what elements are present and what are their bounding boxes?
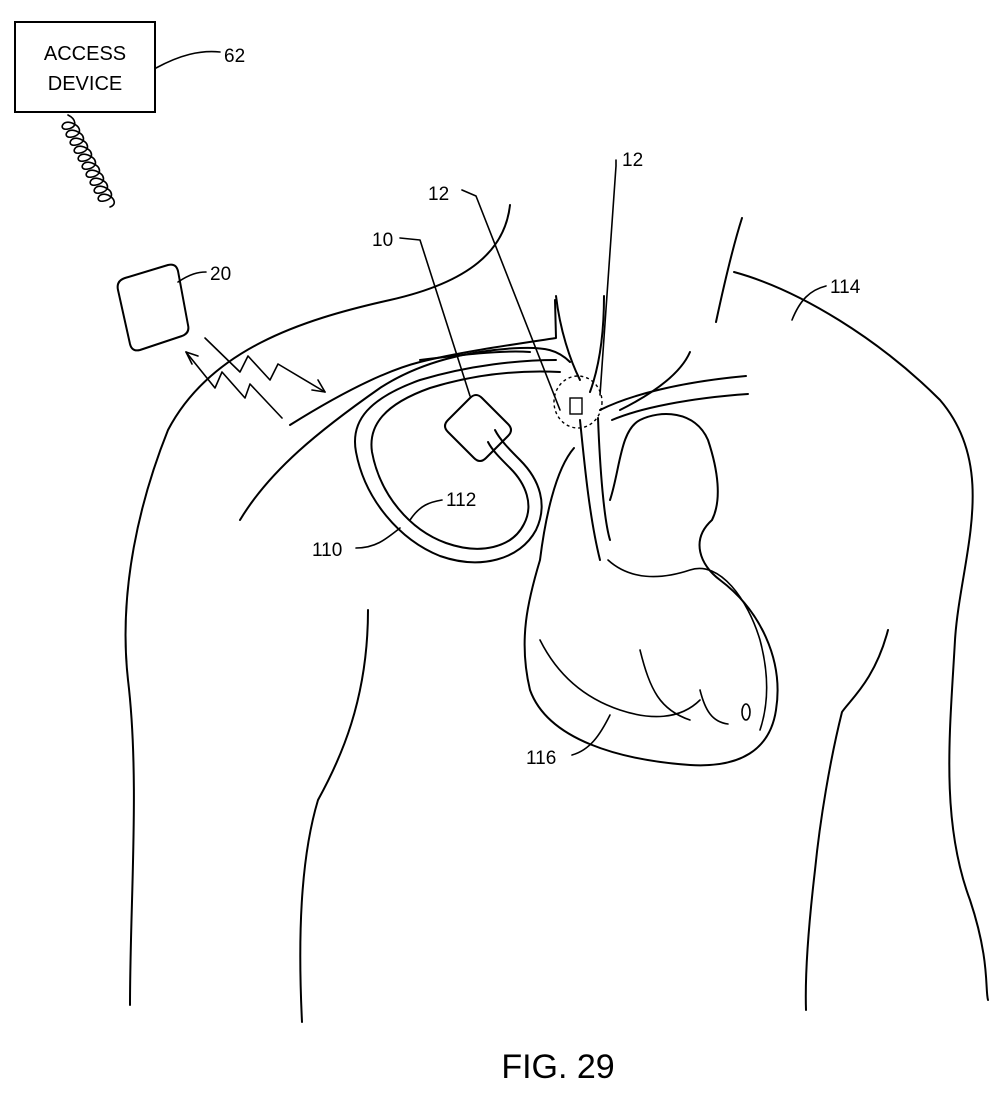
svc-left (580, 420, 600, 560)
torso-left-shoulder (126, 205, 510, 1005)
leader-20 (178, 272, 206, 282)
label-116: 116 (526, 748, 556, 769)
great-vessels (556, 296, 748, 560)
wireless-link (186, 338, 325, 418)
leader-12-right (600, 160, 616, 395)
papillary-left (640, 650, 690, 720)
heart-chamber-detail (742, 704, 750, 720)
leader-112 (410, 500, 442, 520)
figure-caption: FIG. 29 (501, 1048, 614, 1086)
label-114: 114 (830, 277, 861, 298)
label-12-left: 12 (428, 184, 449, 205)
electrode (570, 398, 582, 414)
torso-right-inner (806, 630, 888, 1010)
lead-loop-inner (371, 372, 560, 549)
access-device-box (15, 22, 155, 112)
label-110: 110 (312, 540, 342, 561)
implant-device (445, 395, 511, 461)
label-10: 10 (372, 230, 393, 251)
label-62: 62 (224, 46, 245, 67)
heart-outline (525, 414, 778, 765)
leader-110 (356, 528, 400, 548)
coiled-cable (62, 115, 114, 207)
papillary-right (700, 690, 728, 724)
torso-left-inner (300, 610, 368, 1022)
label-112: 112 (446, 490, 476, 511)
ventricle-inner (540, 640, 700, 717)
lead-loop (355, 360, 560, 562)
lead-loop-outer (355, 360, 556, 562)
vein-branch (420, 352, 530, 360)
access-device-line1: ACCESS (44, 43, 126, 65)
heart-septum (608, 560, 767, 730)
external-unit (118, 265, 189, 351)
torso-right-shoulder (734, 272, 988, 1000)
label-12-right: 12 (622, 150, 643, 171)
heart (525, 414, 778, 765)
neck-right (716, 218, 742, 322)
implant-body (445, 395, 511, 461)
vessel-brachio-upper (600, 376, 746, 410)
subclavian-vein (240, 300, 570, 520)
leader-62 (156, 52, 220, 68)
label-20: 20 (210, 264, 231, 285)
torso-outline (126, 205, 988, 1022)
access-device-line2: DEVICE (48, 73, 122, 95)
vessel-jugular-left (556, 296, 580, 380)
access-device: ACCESS DEVICE (15, 22, 155, 112)
external-unit-body (118, 265, 189, 351)
svc-right (598, 418, 610, 540)
vein-wall-upper (240, 348, 570, 520)
